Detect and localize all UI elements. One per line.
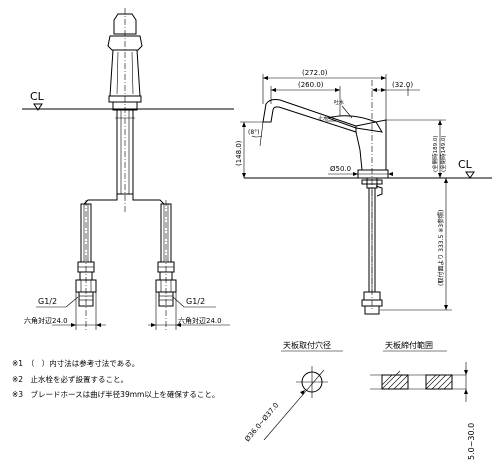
label-stop: 止水 (318, 115, 328, 122)
dim-149: (全閉時149.0) (439, 135, 447, 172)
lever-handle (326, 115, 383, 133)
note-3: ※3 ブレードホースは曲げ半径39mm以上を確保すること。 (12, 389, 219, 399)
dim-50: Ø50.0 (330, 165, 351, 173)
handle-lever (107, 35, 143, 51)
angle-label: (8°) (248, 129, 260, 136)
counter-section-right (425, 374, 453, 390)
cl-label-side: CL (458, 158, 473, 171)
thickness-title: 天板締付範囲 (385, 340, 433, 350)
cl-marker-side (465, 171, 475, 179)
hex-label-right: 六角対辺24.0 (178, 316, 222, 325)
counter-section-left (381, 374, 409, 390)
side-view: CL (272.0) (260.0) (235, 69, 492, 315)
thickness-dim: 5.0~30.0 (467, 423, 476, 460)
thread-label-left: G1/2 (38, 297, 57, 306)
countertop-thickness-detail: 天板締付範囲 5.0~30.0 (370, 340, 476, 460)
hex-label-left: 六角対辺24.0 (24, 316, 68, 325)
note-2: ※2 止水栓を必ず設置すること。 (12, 374, 128, 384)
shank (116, 109, 134, 195)
dim-272: (272.0) (302, 69, 328, 77)
cl-marker-front (33, 103, 43, 111)
label-water: 吐水 (334, 99, 344, 106)
hole-dim: Ø36.0~Ø37.0 (243, 401, 280, 443)
dim-32: (32.0) (392, 81, 413, 89)
note-1: ※1 （ ）内寸法は参考寸法である。 (12, 358, 139, 368)
hatch-left (381, 370, 409, 390)
dim-148: (148.0) (235, 140, 243, 166)
cl-label-front: CL (30, 90, 45, 103)
dim-260: (260.0) (298, 81, 324, 89)
dim-189: (全開時189.0) (431, 135, 439, 172)
front-view: CL (22, 8, 234, 330)
hatch-right (425, 374, 453, 390)
hole-title: 天板取付穴径 (283, 340, 331, 350)
notes: ※1 （ ）内寸法は参考寸法である。 ※2 止水栓を必ず設置すること。 ※3 ブ… (12, 358, 219, 399)
dim-333: (取付面より 333.5 ※3参照) (437, 210, 445, 286)
faucet-body-side (355, 119, 387, 171)
thread-label-right: G1/2 (186, 297, 205, 306)
handle-top (113, 13, 137, 35)
mounting-hole-detail: 天板取付穴径 Ø36.0~Ø37.0 (243, 340, 343, 443)
